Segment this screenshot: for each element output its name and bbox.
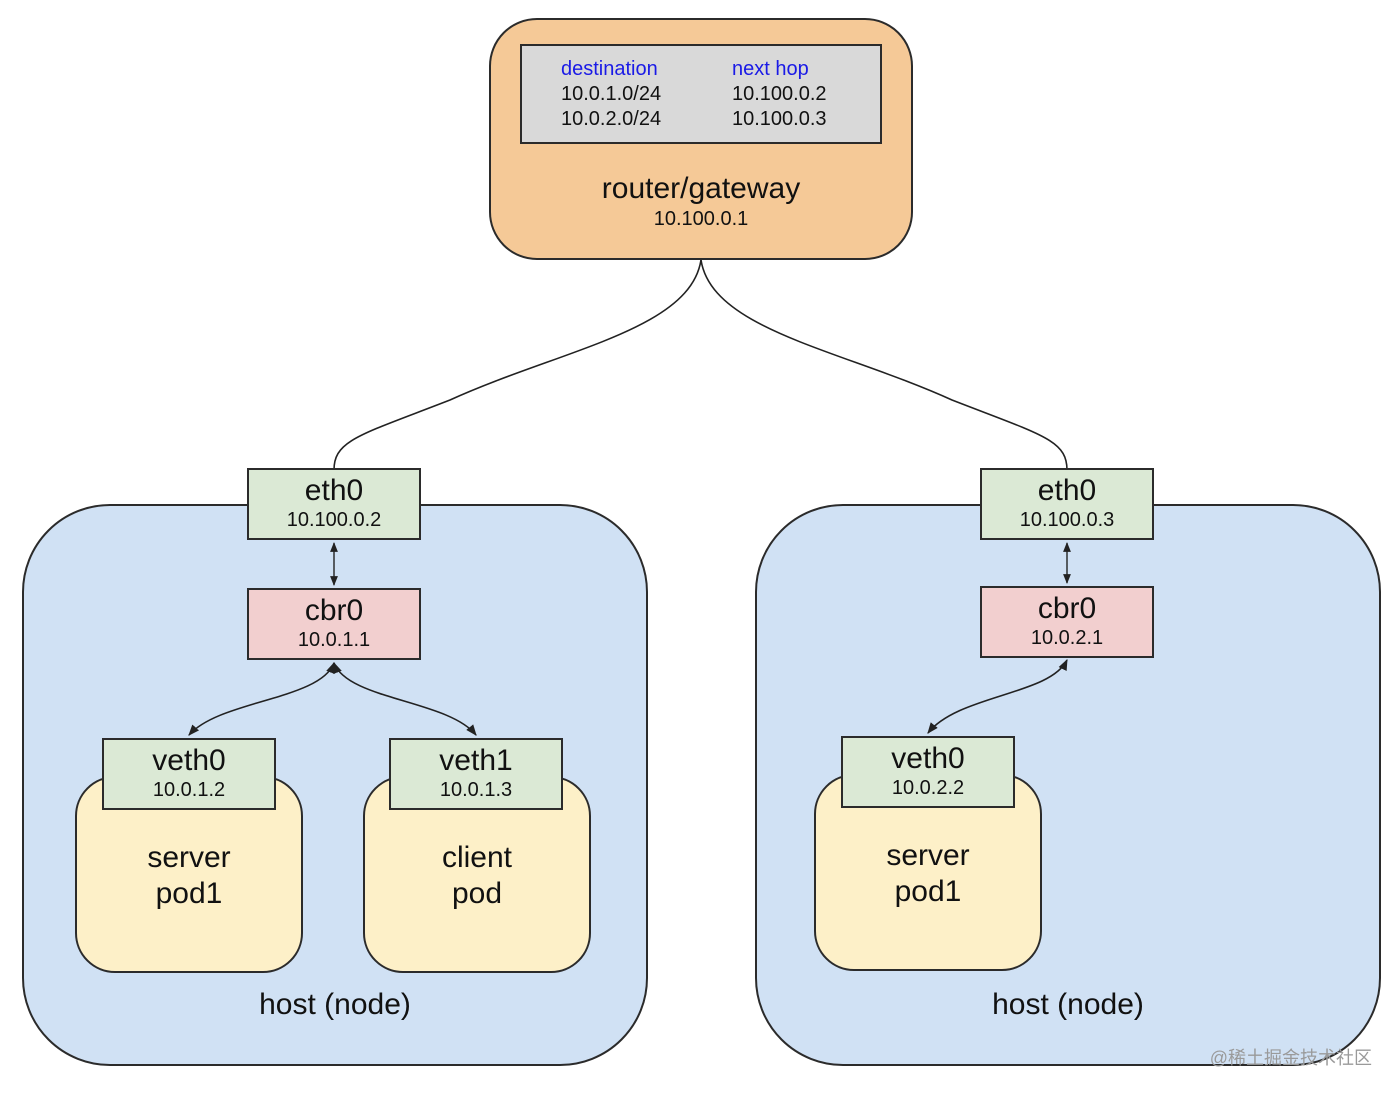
- cbr0-veth0-host2-link: [927, 658, 1068, 734]
- iface-ip: 10.100.0.3: [1019, 509, 1115, 531]
- routing-table: destination 10.0.1.0/24 10.0.2.0/24 next…: [520, 44, 882, 144]
- iface-name: cbr0: [304, 594, 364, 627]
- iface-ip: 10.0.2.1: [1030, 627, 1104, 649]
- iface-ip: 10.0.2.2: [891, 777, 965, 799]
- routing-table-header-next-hop: next hop: [732, 58, 809, 80]
- cbr0-host2: cbr0 10.0.2.1: [980, 586, 1154, 658]
- veth0-host1: veth0 10.0.1.2: [102, 738, 276, 810]
- pod-label-line: client: [441, 841, 513, 874]
- cbr0-veth0-host1-link: [188, 661, 335, 736]
- routing-table-header-destination: destination: [561, 58, 658, 80]
- pod-label-line: pod1: [894, 875, 962, 908]
- iface-ip: 10.0.1.3: [439, 779, 513, 801]
- routing-table-destination-column: destination 10.0.1.0/24 10.0.2.0/24: [561, 57, 661, 132]
- routing-table-cell: 10.0.1.0/24: [561, 83, 662, 105]
- iface-name: eth0: [1037, 474, 1097, 507]
- server-pod1-host2-label: server pod1: [814, 838, 1042, 910]
- iface-ip: 10.0.1.2: [152, 779, 226, 801]
- watermark-text: @稀土掘金技术社区: [1209, 1048, 1372, 1068]
- router-ip: 10.100.0.1: [653, 208, 749, 230]
- router-to-eth0-host2-link: [700, 259, 1068, 471]
- routing-table-cell: 10.100.0.3: [732, 108, 827, 130]
- veth1-host1: veth1 10.0.1.3: [389, 738, 563, 810]
- iface-name: veth0: [152, 744, 226, 777]
- cbr0-host1: cbr0 10.0.1.1: [247, 588, 421, 660]
- pod-label-line: pod: [451, 877, 503, 910]
- routing-table-nexthop-column: next hop 10.100.0.2 10.100.0.3: [732, 57, 827, 132]
- iface-ip: 10.0.1.1: [297, 629, 371, 651]
- cbr0-veth1-host1-link: [333, 661, 477, 736]
- pod-label-line: server: [147, 841, 231, 874]
- iface-name: cbr0: [1037, 592, 1097, 625]
- pod-label-line: pod1: [155, 877, 223, 910]
- iface-name: veth0: [891, 742, 965, 775]
- eth0-host1: eth0 10.100.0.2: [247, 468, 421, 540]
- routing-table-cell: 10.100.0.2: [732, 83, 827, 105]
- iface-name: veth1: [439, 744, 513, 777]
- router-to-eth0-host1-link: [333, 259, 702, 471]
- veth0-host2: veth0 10.0.2.2: [841, 736, 1015, 808]
- host-node-1-label: host (node): [259, 988, 411, 1021]
- router-title: router/gateway: [601, 172, 801, 205]
- iface-ip: 10.100.0.2: [286, 509, 382, 531]
- server-pod1-host1-label: server pod1: [75, 840, 303, 912]
- eth0-host2: eth0 10.100.0.3: [980, 468, 1154, 540]
- host-node-2-label: host (node): [992, 988, 1144, 1021]
- routing-table-cell: 10.0.2.0/24: [561, 108, 662, 130]
- client-pod-host1-label: client pod: [363, 840, 591, 912]
- iface-name: eth0: [304, 474, 364, 507]
- pod-label-line: server: [886, 839, 970, 872]
